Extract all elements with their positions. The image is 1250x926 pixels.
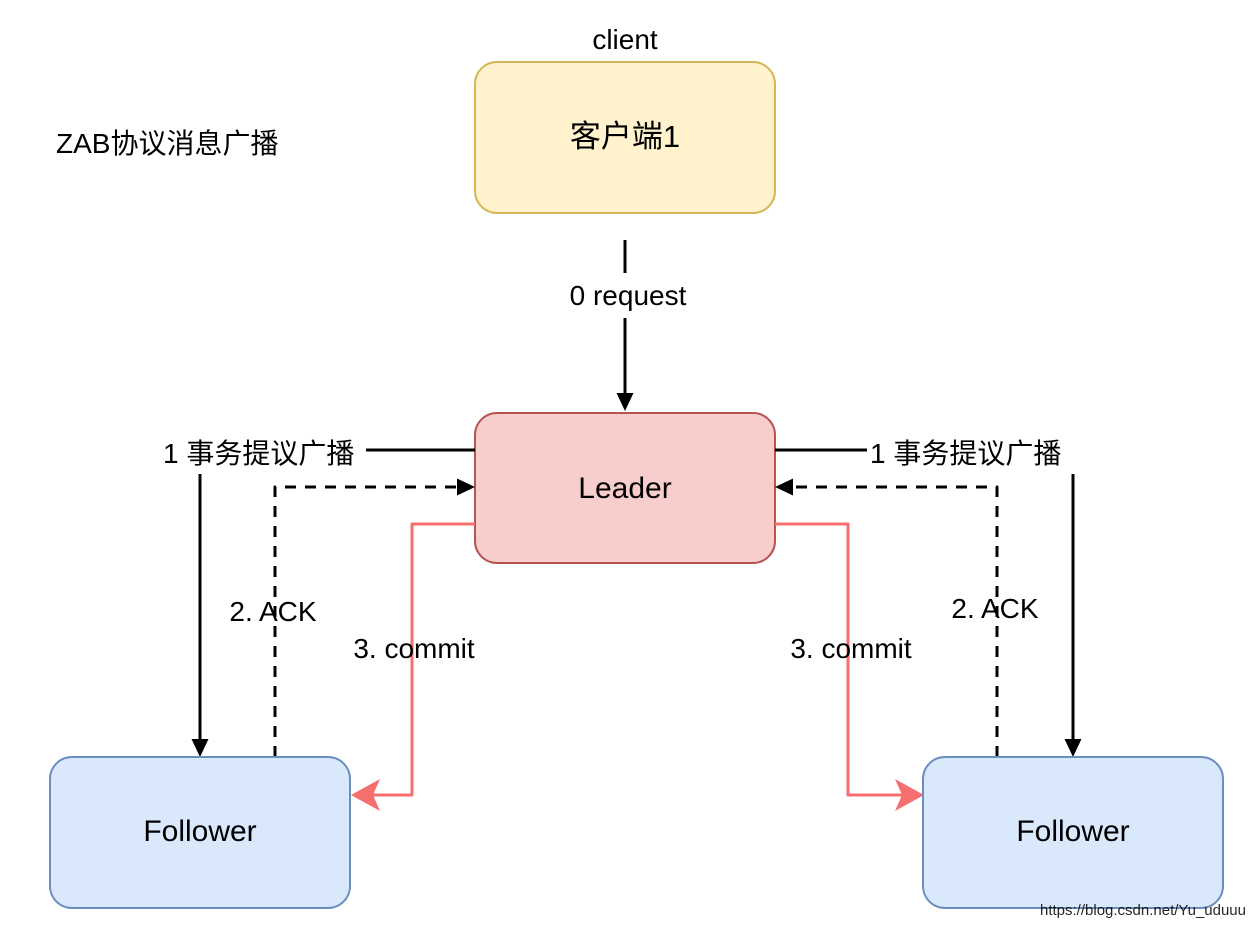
diagram-title: ZAB协议消息广播 — [56, 128, 278, 159]
proposal-right-edge: 1 事务提议广播 — [775, 438, 1082, 757]
follower-left-node-label: Follower — [143, 815, 256, 848]
ack-right-label: 2. ACK — [951, 593, 1038, 624]
arrowhead-right-icon — [895, 779, 924, 811]
commit-right-line — [775, 522, 909, 797]
commit-left-label: 3. commit — [353, 633, 475, 664]
leader-node-box — [474, 412, 776, 564]
request-edge-label: 0 request — [570, 280, 687, 311]
commit-right-edge: 3. commit — [775, 522, 924, 811]
ack-left-label: 2. ACK — [229, 596, 316, 627]
arrowhead-down-icon — [1064, 739, 1082, 757]
commit-left-edge: 3. commit — [351, 522, 475, 811]
ack-left-line — [273, 485, 458, 757]
follower-right-node: Follower — [922, 756, 1224, 909]
arrowhead-left-icon — [351, 779, 380, 811]
follower-right-node-box — [922, 756, 1224, 909]
arrowhead-right-icon — [457, 478, 475, 496]
arrowhead-down-icon — [191, 739, 209, 757]
follower-left-node: Follower — [49, 756, 351, 909]
commit-right-label: 3. commit — [790, 633, 912, 664]
leader-node: Leader — [474, 412, 776, 564]
proposal-left-edge: 1 事务提议广播 — [163, 438, 475, 757]
arrowhead-down-icon — [616, 393, 634, 411]
request-edge: 0 request — [570, 240, 687, 411]
ack-right-line — [792, 485, 999, 757]
leader-node-label: Leader — [578, 472, 671, 505]
client-caption: client — [592, 24, 658, 55]
follower-left-node-box — [49, 756, 351, 909]
client-node: 客户端1 — [474, 61, 776, 214]
arrowhead-left-icon — [775, 478, 793, 496]
ack-left-edge: 2. ACK — [229, 478, 475, 757]
watermark: https://blog.csdn.net/Yu_uduuu — [1040, 902, 1246, 919]
client-node-label: 客户端1 — [570, 119, 680, 154]
follower-right-node-label: Follower — [1016, 815, 1129, 848]
proposal-left-label: 1 事务提议广播 — [163, 438, 354, 469]
client-node-box — [474, 61, 776, 214]
proposal-right-label: 1 事务提议广播 — [870, 438, 1061, 469]
ack-right-edge: 2. ACK — [775, 478, 1039, 757]
commit-left-line — [366, 522, 475, 797]
